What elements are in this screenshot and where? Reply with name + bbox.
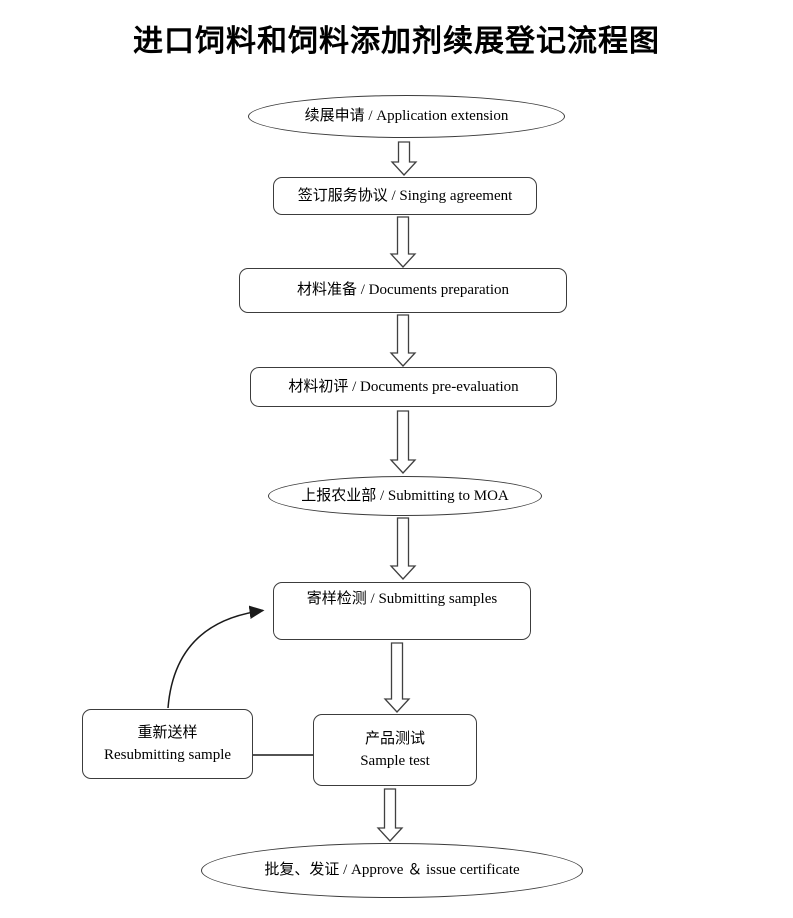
- node-application-extension-label: 续展申请 / Application extension: [304, 108, 509, 125]
- node-approve-issue-certificate-label: 批复、发证 / Approve ＆ issue certificate: [264, 862, 520, 879]
- node-submitting-samples: 寄样检测 / Submitting samples: [273, 582, 531, 640]
- node-documents-preevaluation: 材料初评 / Documents pre-evaluation: [250, 367, 557, 407]
- node-submitting-to-moa-label: 上报农业部 / Submitting to MOA: [301, 487, 509, 504]
- down-block-arrow-6: [383, 642, 411, 713]
- node-application-extension: 续展申请 / Application extension: [248, 95, 565, 138]
- node-documents-preparation: 材料准备 / Documents preparation: [239, 268, 567, 313]
- node-sample-test-label-zh: 产品测试: [364, 730, 425, 747]
- down-block-arrow-3: [389, 314, 417, 367]
- node-sample-test-label-en: Sample test: [360, 752, 430, 769]
- node-sample-test: 产品测试 Sample test: [313, 714, 477, 786]
- node-documents-preevaluation-label: 材料初评 / Documents pre-evaluation: [288, 378, 519, 395]
- node-resubmitting-sample: 重新送样 Resubmitting sample: [82, 709, 253, 779]
- down-block-arrow-4: [389, 410, 417, 474]
- node-resubmitting-sample-label-zh: 重新送样: [137, 724, 198, 741]
- node-signing-agreement-label: 签订服务协议 / Singing agreement: [297, 187, 513, 204]
- resubmit-feedback-arrow: [167, 605, 265, 709]
- node-approve-issue-certificate: 批复、发证 / Approve ＆ issue certificate: [201, 843, 583, 898]
- node-signing-agreement: 签订服务协议 / Singing agreement: [273, 177, 537, 215]
- down-block-arrow-1: [390, 141, 418, 176]
- node-submitting-samples-label: 寄样检测 / Submitting samples: [306, 591, 498, 607]
- node-submitting-to-moa: 上报农业部 / Submitting to MOA: [268, 476, 542, 516]
- node-resubmitting-sample-label-en: Resubmitting sample: [103, 746, 232, 763]
- down-block-arrow-5: [389, 517, 417, 580]
- down-block-arrow-7: [376, 788, 404, 842]
- node-documents-preparation-label: 材料准备 / Documents preparation: [296, 282, 510, 299]
- down-block-arrow-2: [389, 216, 417, 268]
- page-title: 进口饲料和饲料添加剂续展登记流程图: [133, 25, 660, 58]
